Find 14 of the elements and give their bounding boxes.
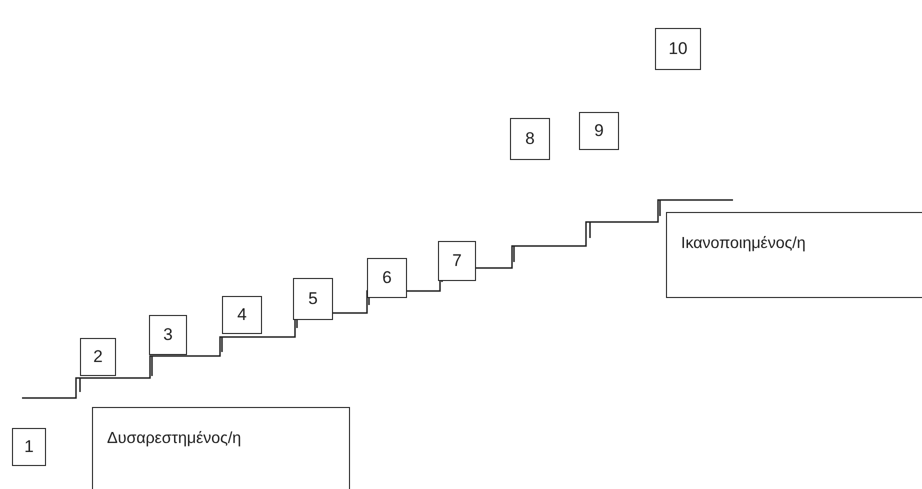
number-box: 1 — [12, 428, 46, 466]
label-box — [92, 407, 350, 489]
number-box: 10 — [655, 28, 701, 70]
number-box: 6 — [367, 258, 407, 298]
number-box: 7 — [438, 241, 476, 281]
number-box: 5 — [293, 278, 333, 320]
rating-label: Ικανοποιημένος/η — [681, 235, 806, 253]
number-box: 3 — [149, 315, 187, 355]
number-box: 4 — [222, 296, 262, 334]
number-box: 9 — [579, 112, 619, 150]
number-box: 8 — [510, 118, 550, 160]
number-box: 2 — [80, 338, 116, 376]
label-box — [666, 212, 922, 298]
rating-label: Δυσαρεστημένος/η — [107, 430, 242, 448]
